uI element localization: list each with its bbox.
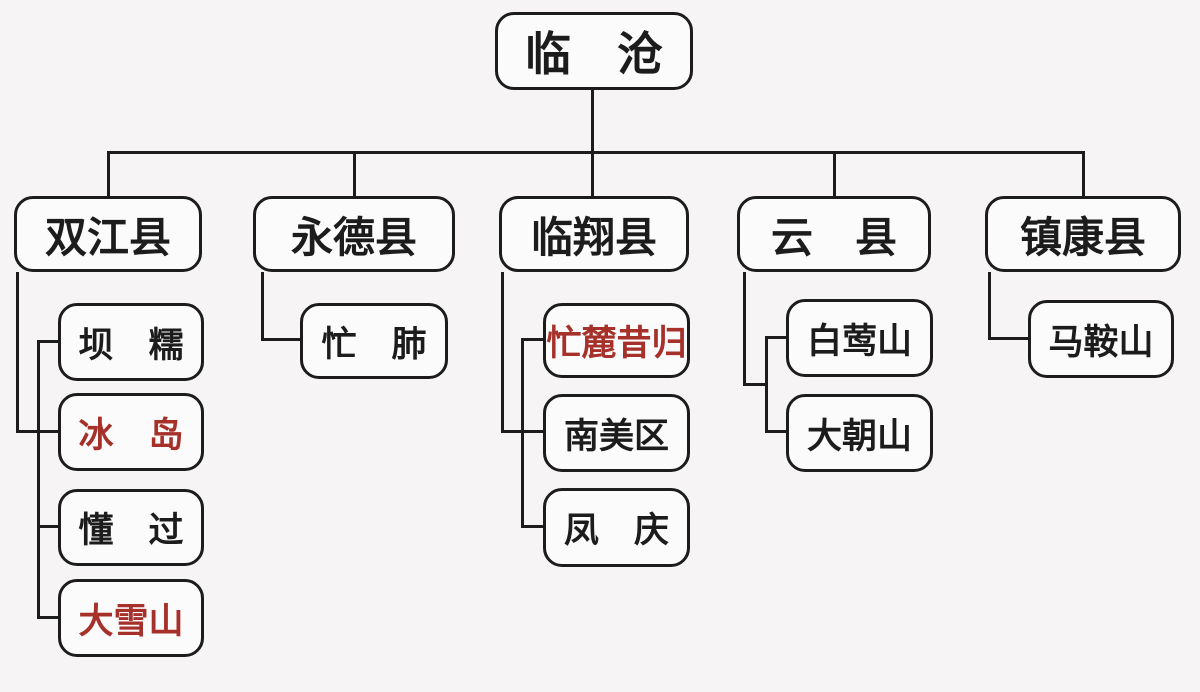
node-banuo: 坝 糯: [58, 303, 204, 381]
connector-drop-zhenkang: [1082, 151, 1085, 196]
node-linxiang-county: 临翔县: [499, 196, 689, 272]
node-manglu-xigui: 忙麓昔归: [543, 303, 690, 378]
node-dachaoshan: 大朝山: [786, 394, 933, 472]
connector-stub-manglu: [521, 338, 543, 341]
node-dongguo: 懂 过: [58, 489, 204, 566]
connector-shuangjiang-trunk: [16, 272, 19, 433]
connector-stub-banuo: [37, 340, 58, 343]
node-shuangjiang-county: 双江县: [14, 196, 202, 272]
connector-stub-baiyingshan: [765, 336, 786, 339]
connector-stub-mangfei: [261, 338, 300, 341]
connector-yunxian-rail: [765, 336, 768, 433]
node-yongde-county: 永德县: [253, 196, 455, 272]
connector-drop-yunxian: [833, 151, 836, 196]
connector-root-riser: [591, 90, 594, 196]
connector-stub-daxueshan: [37, 616, 58, 619]
node-lincang: 临 沧: [495, 12, 693, 90]
connector-zhenkang-trunk: [988, 272, 991, 340]
connector-drop-yongde: [353, 151, 356, 196]
node-maanshan: 马鞍山: [1028, 300, 1174, 378]
connector-yunxian-bridge: [743, 383, 768, 386]
node-yun-county: 云 县: [737, 196, 931, 272]
node-mangfei: 忙 肺: [300, 303, 448, 379]
connector-stub-dongguo: [37, 525, 58, 528]
node-nanmei-district: 南美区: [543, 394, 690, 472]
connector-linxiang-rail: [521, 338, 524, 528]
node-zhenkang-county: 镇康县: [985, 196, 1181, 272]
node-daxueshan: 大雪山: [58, 579, 204, 657]
connector-yunxian-trunk: [743, 272, 746, 386]
connector-stub-dachaoshan: [765, 430, 786, 433]
connector-yongde-trunk: [261, 272, 264, 341]
connector-stub-maanshan: [988, 337, 1028, 340]
connector-shuangjiang-rail: [37, 340, 40, 619]
node-bingdao: 冰 岛: [58, 393, 204, 471]
connector-stub-fengqing: [521, 525, 543, 528]
connector-linxiang-trunk: [501, 272, 504, 433]
connector-top-rail: [107, 151, 1085, 154]
connector-drop-shuangjiang: [107, 151, 110, 196]
node-baiyingshan: 白莺山: [786, 299, 933, 377]
node-fengqing: 凤 庆: [543, 488, 690, 567]
